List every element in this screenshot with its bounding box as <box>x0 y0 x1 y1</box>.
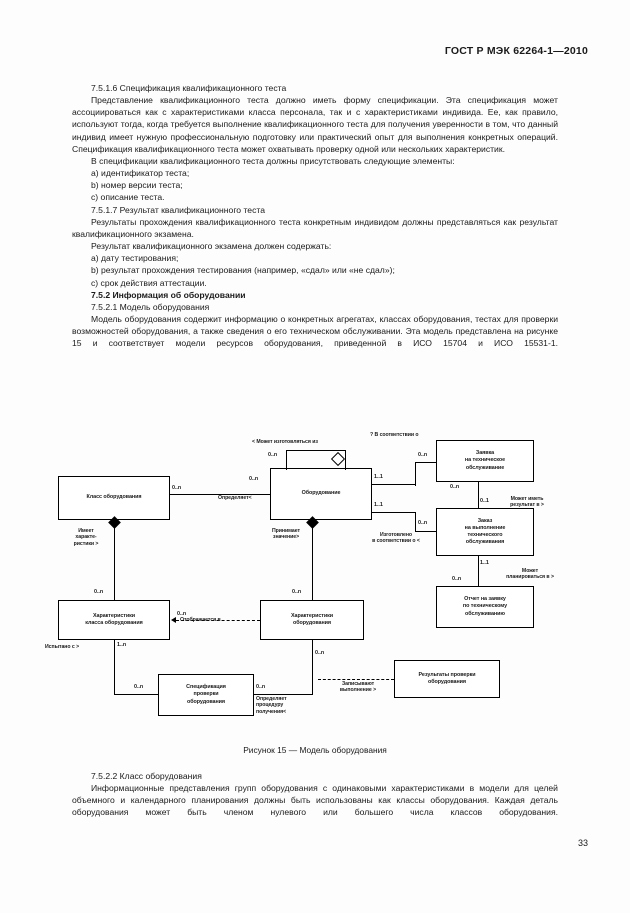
heading-7517: 7.5.1.7 Результат квалификационного тест… <box>91 204 265 215</box>
diagram-cardinality-class-right: 0..n <box>172 485 182 491</box>
diagram-box-capability-test-spec: Спецификация проверки оборудования <box>158 674 254 716</box>
diagram-label-defines-procedure: Определяет процедуру получения< <box>256 696 287 715</box>
diagram-cardinality-response-top: 0..n <box>452 576 462 582</box>
diagram-box-capability-test-result-label: Результаты проверки оборудования <box>418 671 476 685</box>
paragraph-exam-result-intro: Результат квалификационного экзамена дол… <box>91 241 332 252</box>
diagram-line-selfloop-left <box>286 450 288 470</box>
diagram-box-equipment-class-label: Класс оборудования <box>86 494 142 501</box>
diagram-line-selfloop-top <box>286 450 346 452</box>
diagram-cardinality-equipment-left: 0..n <box>249 476 259 482</box>
diagram-cardinality-wo-top: 0..1 <box>480 498 489 504</box>
list-item-b-test-result: b) результат прохождения тестирования (н… <box>91 265 395 276</box>
diagram-line-selfloop-right <box>345 450 347 470</box>
paragraph-7517-text: Результаты прохождения квалификационного… <box>72 216 558 239</box>
diagram-line-class-to-equipment <box>170 494 270 496</box>
diagram-box-maintenance-work-order: Заказ на выполнение технического обслужи… <box>436 508 534 556</box>
list-item-c-validity: c) срок действия аттестации. <box>91 277 207 288</box>
diagram-line-equipment-to-wo-v <box>415 512 417 532</box>
diagram-label-tested-by: Испытано с > <box>45 644 80 650</box>
paragraph-7521-text: Модель оборудования содержит информацию … <box>72 313 558 349</box>
diagram-cardinality-equipment-self: 0..n <box>268 452 278 458</box>
list-item-b-test-version: b) номер версии теста; <box>91 180 183 191</box>
diagram-box-equipment-property: Характеристики оборудования <box>260 600 364 640</box>
diagram-line-wo-to-response <box>478 556 480 586</box>
paragraph-spec-elements-intro: В спецификации квалификационного теста д… <box>91 155 455 166</box>
diagram-cardinality-req-left: 0..n <box>418 452 428 458</box>
list-item-c-test-description: c) описание теста. <box>91 192 165 203</box>
diagram-label-maps-to: Отображается в <box>180 617 221 623</box>
diagram-line-equipment-to-wo-h <box>372 512 416 514</box>
diagram-line-equipprop-down2 <box>312 678 314 695</box>
diagram-line-wo-side <box>415 531 437 533</box>
diagram-box-equipment-property-label: Характеристики оборудования <box>290 612 334 626</box>
diagram-label-has-properties: Имеет характе- ристики > <box>73 528 99 547</box>
diagram-box-maintenance-work-order-label: Заказ на выполнение технического обслужи… <box>464 517 506 546</box>
diagram-cardinality-wo-left: 0..n <box>418 520 428 526</box>
diagram-label-has-values: Принимает значение> <box>272 528 300 541</box>
list-item-a-test-date: a) дату тестирования; <box>91 253 179 264</box>
diagram-line-equipment-to-req-v <box>415 462 417 486</box>
diagram-label-defines: Определяет< <box>218 495 252 501</box>
standard-header: ГОСТ Р МЭК 62264-1—2010 <box>444 45 588 57</box>
diagram-box-capability-test-result: Результаты проверки оборудования <box>394 660 500 698</box>
diagram-line-records <box>318 679 394 680</box>
diagram-cardinality-equipment-wo: 1..1 <box>374 502 383 508</box>
diagram-box-equipment-class: Класс оборудования <box>58 476 170 520</box>
figure-15-equipment-model: Класс оборудования Оборудование Заявка н… <box>28 428 598 733</box>
diagram-cardinality-equipment-req: 1..1 <box>374 474 383 480</box>
diagram-aggregation-diamond-equipment-self <box>330 451 346 467</box>
diagram-label-may-be-planned: Может планироваться в > <box>506 568 554 581</box>
diagram-line-class-to-property <box>114 520 116 600</box>
diagram-line-maps-to <box>176 620 260 621</box>
diagram-label-may-have-result: Может иметь результат в > <box>510 496 544 509</box>
diagram-box-equipment-label: Оборудование <box>301 490 341 497</box>
diagram-cardinality-wo-bottom: 1..1 <box>480 560 489 566</box>
diagram-box-equipment: Оборудование <box>270 468 372 520</box>
list-item-a-test-id: a) идентификатор теста; <box>91 168 190 179</box>
diagram-cardinality-equipprop-top: 0..n <box>292 589 302 595</box>
diagram-line-equipment-to-req-h <box>372 484 416 486</box>
document-body-tail: 7.5.2.2 Класс оборудования Информационны… <box>72 770 558 819</box>
diagram-label-records: Записывают выполнение > <box>339 681 377 694</box>
diagram-box-equipment-class-property: Характеристики класса оборудования <box>58 600 170 640</box>
paragraph-7516-text: Представление квалификационного теста до… <box>72 95 558 154</box>
diagram-box-maintenance-request-label: Заявка на техническое обслуживание <box>464 450 506 471</box>
diagram-line-classprop-to-spec <box>114 694 158 696</box>
diagram-cardinality-spec-left: 0..n <box>134 684 144 690</box>
diagram-cardinality-maps-to: 0..n <box>177 611 187 617</box>
diagram-cardinality-spec-right: 0..n <box>256 684 266 690</box>
diagram-line-req-top <box>415 462 437 464</box>
diagram-line-equipprop-down <box>312 640 314 680</box>
diagram-cardinality-equipprop-bottom: 0..n <box>315 650 325 656</box>
diagram-cardinality-req-bottom: 0..n <box>450 484 460 490</box>
page-number: 33 <box>577 838 588 848</box>
diagram-label-may-be-made-up-of: < Может изготовляться из <box>252 439 318 445</box>
figure-caption: Рисунок 15 — Модель оборудования <box>243 745 387 755</box>
diagram-box-capability-test-spec-label: Спецификация проверки оборудования <box>186 684 226 705</box>
diagram-box-maintenance-response-label: Отчет на заявку по техническому обслужив… <box>462 596 508 617</box>
diagram-box-equipment-class-property-label: Характеристики класса оборудования <box>85 612 143 626</box>
document-body: 7.5.1.6 Спецификация квалификационного т… <box>72 82 558 349</box>
diagram-box-maintenance-request: Заявка на техническое обслуживание <box>436 440 534 482</box>
heading-7516: 7.5.1.6 Спецификация квалификационного т… <box>91 83 287 93</box>
diagram-line-req-to-wo <box>478 482 480 508</box>
diagram-arrow-maps-to <box>171 617 176 623</box>
diagram-cardinality-classprop-top: 0..n <box>94 589 104 595</box>
diagram-line-equipment-to-property <box>312 520 314 600</box>
heading-752: 7.5.2 Информация об оборудовании <box>91 289 246 300</box>
diagram-cardinality-classprop-bottom: 1..n <box>117 642 127 648</box>
diagram-box-maintenance-response: Отчет на заявку по техническому обслужив… <box>436 586 534 628</box>
diagram-line-equipprop-to-spec <box>254 694 312 696</box>
diagram-label-in-accordance-with: ? В соответствии о <box>370 432 419 438</box>
heading-7521: 7.5.2.1 Модель оборудования <box>91 301 210 312</box>
diagram-label-made-in-accordance: Изготовлено в соответствии о < <box>372 532 420 545</box>
paragraph-7522-text: Информационные представления групп обору… <box>72 783 558 818</box>
diagram-line-classprop-down <box>114 640 116 695</box>
heading-7522: 7.5.2.2 Класс оборудования <box>91 771 202 781</box>
